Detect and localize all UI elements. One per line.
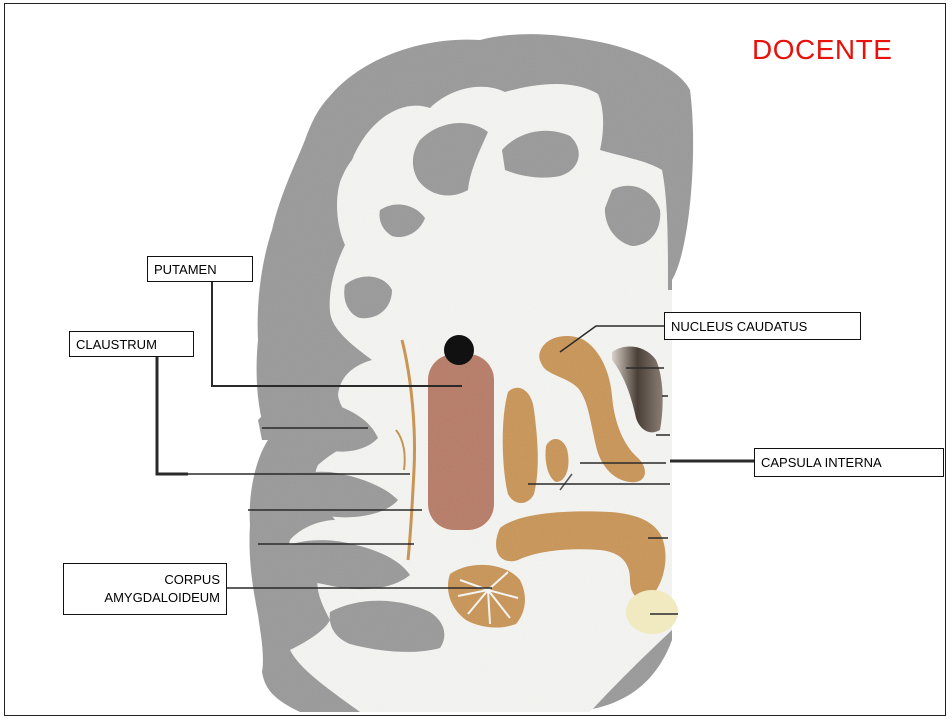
pin-marker — [444, 335, 474, 365]
globus-pallidus-structure — [503, 388, 538, 503]
label-capsula-interna-text: CAPSULA INTERNA — [761, 455, 882, 470]
label-corpus-amygdaloideum: CORPUS AMYGDALOIDEUM — [63, 563, 227, 615]
page-title: DOCENTE — [752, 34, 892, 66]
label-putamen: PUTAMEN — [147, 256, 253, 282]
label-claustrum-text: CLAUSTRUM — [76, 337, 157, 352]
label-putamen-text: PUTAMEN — [154, 262, 217, 277]
label-nucleus-caudatus-text: NUCLEUS CAUDATUS — [671, 319, 807, 334]
label-claustrum: CLAUSTRUM — [69, 331, 194, 357]
label-corpus-line2: AMYGDALOIDEUM — [104, 589, 220, 607]
label-corpus-line1: CORPUS — [164, 571, 220, 589]
hippocampus-structure — [626, 590, 678, 634]
label-capsula-interna: CAPSULA INTERNA — [754, 448, 944, 477]
label-nucleus-caudatus: NUCLEUS CAUDATUS — [664, 312, 861, 340]
putamen-structure — [428, 354, 494, 530]
